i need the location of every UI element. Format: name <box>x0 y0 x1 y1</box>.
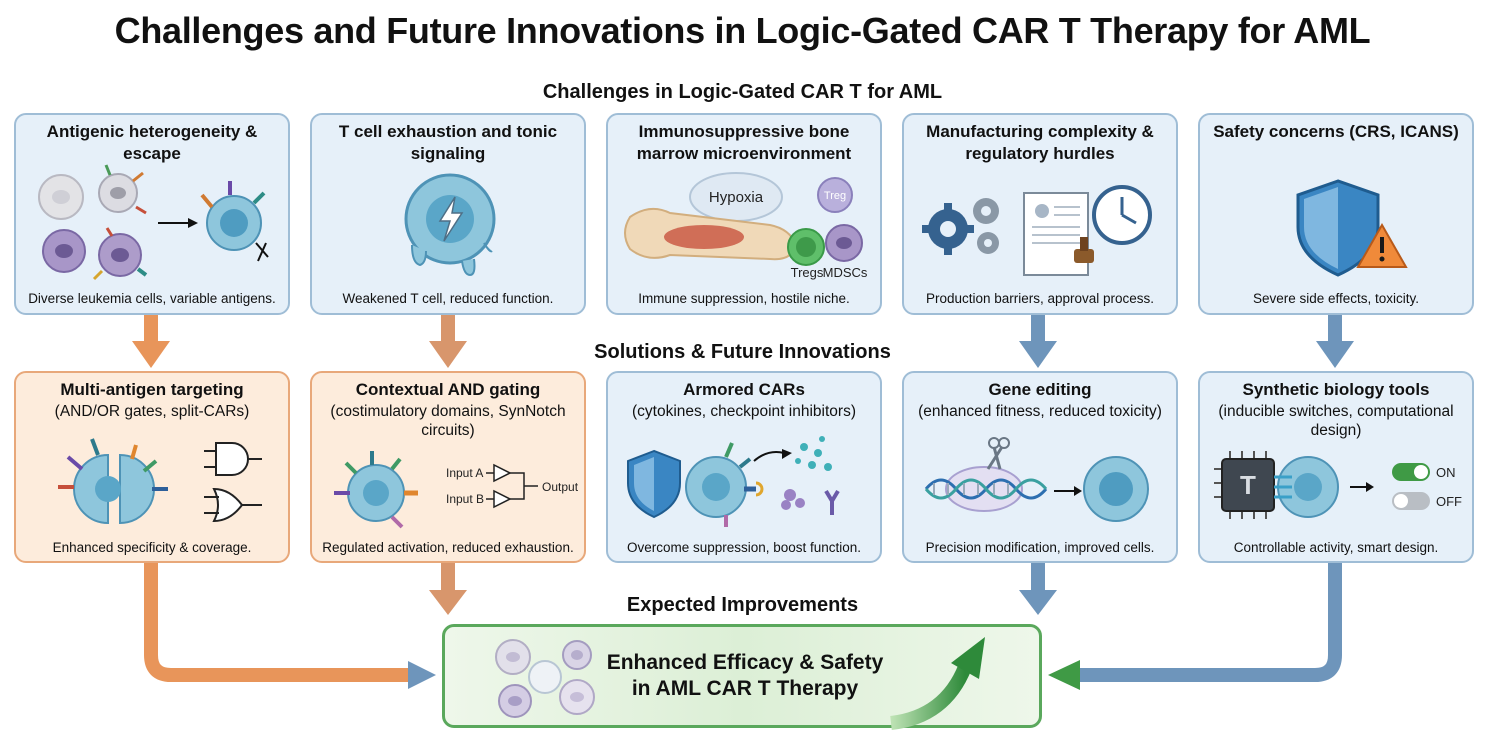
expected-improvements-box: Enhanced Efficacy & Safety in AML CAR T … <box>442 624 1042 730</box>
solution-caption: Overcome suppression, boost function. <box>626 540 862 555</box>
solution-card-armored-cars: Armored CARs (cytokines, checkpoint inhi… <box>606 371 882 563</box>
solution-subtitle: (cytokines, checkpoint inhibitors) <box>632 403 856 420</box>
challenge-caption: Severe side effects, toxicity. <box>1252 291 1420 306</box>
challenge-title: Immunosuppressive bone marrow microenvir… <box>636 122 852 163</box>
input-b-label: Input B <box>446 492 484 506</box>
arrow-solution-1-to-result <box>144 562 436 689</box>
result-illustration <box>495 637 985 730</box>
challenges-heading: Challenges in Logic-Gated CAR T for AML <box>542 81 943 103</box>
arrow-challenge-4-to-solution-4 <box>1019 314 1057 368</box>
shield-warning-icon <box>1296 179 1408 277</box>
tregs-label: Tregs <box>791 265 824 280</box>
solution-caption: Controllable activity, smart design. <box>1233 540 1439 555</box>
solution-caption: Precision modification, improved cells. <box>925 540 1155 555</box>
manufacturing-gears-icon <box>922 185 1152 276</box>
solution-subtitle: (inducible switches, computational desig… <box>1218 403 1454 439</box>
challenge-caption: Diverse leukemia cells, variable antigen… <box>28 291 276 306</box>
input-a-label: Input A <box>446 466 483 480</box>
solution-card-gene-editing: Gene editing (enhanced fitness, reduced … <box>902 371 1178 563</box>
treg-label: Treg <box>824 190 846 202</box>
result-line-1: Enhanced Efficacy & Safety <box>606 651 884 674</box>
heterogeneous-cells-icon <box>38 164 269 281</box>
armored-car-t-icon <box>627 436 840 527</box>
challenge-caption: Production barriers, approval process. <box>925 291 1155 306</box>
trend-up-arrow-icon <box>890 637 985 730</box>
on-label: ON <box>1436 465 1456 480</box>
hypoxia-label: Hypoxia <box>709 189 764 206</box>
exhausted-t-cell-icon <box>404 173 496 277</box>
solution-title: Armored CARs <box>683 380 805 399</box>
solution-card-synthetic-biology: T ON OFF Synthetic biology tools (induci… <box>1198 371 1474 563</box>
solutions-heading: Solutions & Future Innovations <box>594 341 891 363</box>
challenge-title: Manufacturing complexity & regulatory hu… <box>926 122 1154 163</box>
healthy-cells-icon <box>495 639 595 718</box>
solution-subtitle: (costimulatory domains, SynNotch circuit… <box>330 403 566 439</box>
arrow-challenge-1-to-solution-1 <box>132 314 170 368</box>
solution-subtitle: (AND/OR gates, split-CARs) <box>54 403 250 420</box>
solution-caption: Enhanced specificity & coverage. <box>52 540 252 555</box>
mdscs-label: MDSCs <box>823 265 868 280</box>
solution-title: Contextual AND gating <box>355 380 541 399</box>
split-car-logic-gates-icon <box>58 438 262 525</box>
arrow-solution-2-to-result <box>429 562 467 615</box>
solution-title: Gene editing <box>988 380 1092 399</box>
challenge-title: T cell exhaustion and tonic signaling <box>338 122 558 163</box>
challenge-card-t-cell-exhaustion: T cell exhaustion and tonic signaling We… <box>310 113 586 315</box>
arrow-challenge-5-to-solution-5 <box>1316 314 1354 368</box>
chip-switch-icon: T ON OFF <box>1214 451 1462 519</box>
crispr-dna-icon <box>924 437 1149 522</box>
arrow-challenge-2-to-solution-2 <box>429 314 467 368</box>
solution-title: Multi-antigen targeting <box>60 380 244 399</box>
challenge-caption: Weakened T cell, reduced function. <box>342 291 554 306</box>
challenge-card-manufacturing: Manufacturing complexity & regulatory hu… <box>902 113 1178 315</box>
solution-card-multi-antigen: Multi-antigen targeting (AND/OR gates, s… <box>14 371 290 563</box>
challenge-card-antigenic-heterogeneity: Antigenic heterogeneity & escape Diverse… <box>14 113 290 315</box>
and-gate-circuit-icon: Input A Input B Output <box>334 451 579 529</box>
bone-marrow-icon: Hypoxia Treg Tregs MDSCs <box>624 172 868 280</box>
solution-subtitle: (enhanced fitness, reduced toxicity) <box>918 403 1162 420</box>
solution-card-contextual-and-gating: Input A Input B Output Contextual AND ga… <box>310 371 586 563</box>
improvements-heading: Expected Improvements <box>626 594 859 616</box>
solution-caption: Regulated activation, reduced exhaustion… <box>322 540 574 555</box>
challenge-title: Safety concerns (CRS, ICANS) <box>1213 122 1459 141</box>
arrow-solution-5-to-result <box>1048 562 1342 690</box>
off-label: OFF <box>1436 494 1462 509</box>
arrow-solution-4-to-result <box>1019 562 1057 615</box>
solution-title: Synthetic biology tools <box>1242 380 1430 399</box>
result-line-2: in AML CAR T Therapy <box>631 677 859 700</box>
chip-label: T <box>1240 470 1256 500</box>
challenge-caption: Immune suppression, hostile niche. <box>638 291 850 306</box>
main-title: Challenges and Future Innovations in Log… <box>114 10 1371 51</box>
output-label: Output <box>542 480 579 494</box>
challenge-card-bone-marrow: Hypoxia Treg Tregs MDSCs Immunosuppressi… <box>606 113 882 315</box>
challenge-title: Antigenic heterogeneity & escape <box>46 122 258 163</box>
challenge-card-safety: Safety concerns (CRS, ICANS) Severe side… <box>1198 113 1474 315</box>
